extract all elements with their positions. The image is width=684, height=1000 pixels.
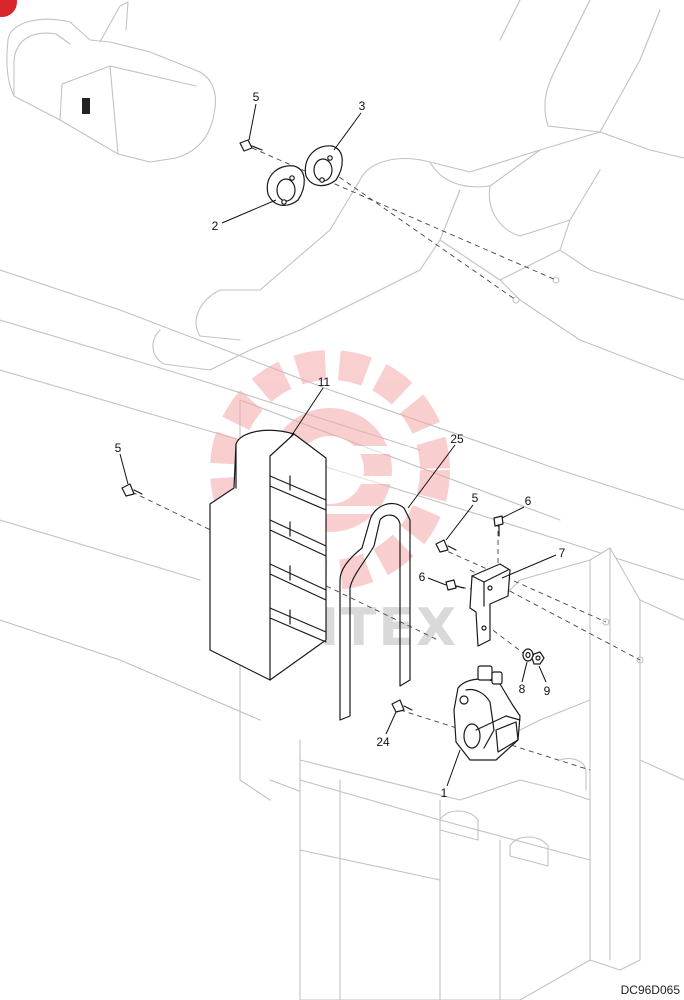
mounting-bracket-part-7 — [469, 563, 511, 647]
callout-8: 8 — [519, 682, 526, 696]
callout-6-upper: 6 — [525, 494, 532, 508]
bolt-part-24 — [391, 699, 413, 713]
callout-1: 1 — [441, 786, 448, 800]
logo-badge-icon — [0, 0, 17, 17]
bolt-part-5-top — [239, 139, 263, 152]
washer-part-8 — [522, 648, 534, 662]
switch-assembly-part-1 — [453, 665, 521, 761]
callout-5-left: 5 — [115, 441, 122, 455]
bolt-part-6-upper — [493, 515, 504, 537]
bracket-part-3 — [304, 145, 343, 187]
callout-2: 2 — [212, 219, 219, 233]
bolt-part-5-left — [121, 483, 143, 497]
frame-part-25 — [339, 503, 411, 721]
callout-5-middle: 5 — [472, 491, 479, 505]
callout-11: 11 — [318, 375, 331, 389]
bracket-part-2 — [266, 165, 305, 206]
nut-part-9 — [531, 651, 545, 665]
bolt-part-6-lower — [445, 579, 465, 591]
drawing-code: DC96D065 — [620, 983, 680, 997]
callout-3: 3 — [359, 99, 366, 113]
callout-7: 7 — [559, 546, 566, 560]
callout-25: 25 — [450, 432, 464, 446]
bolt-part-5-middle — [435, 539, 457, 553]
callout-24: 24 — [376, 735, 390, 749]
cover-panel-part-11 — [209, 429, 327, 681]
leader-lines — [119, 103, 557, 787]
callout-5-top: 5 — [253, 90, 260, 104]
callout-9: 9 — [544, 684, 551, 698]
callout-6-lower: 6 — [419, 570, 426, 584]
